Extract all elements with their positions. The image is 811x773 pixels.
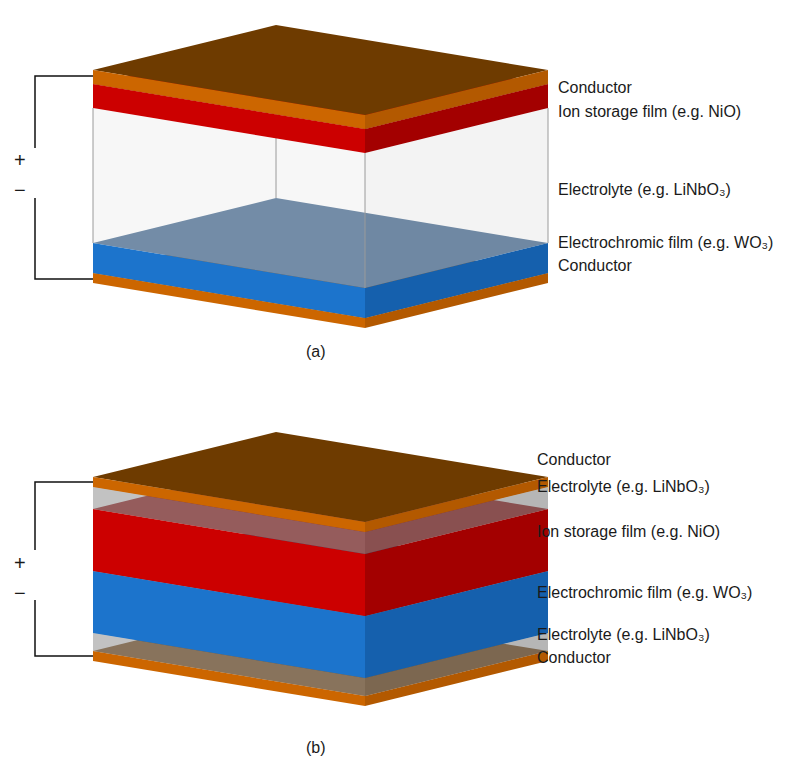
layer-label: Electrochromic film (e.g. WO₃) [558,234,773,252]
layer-label: Ion storage film (e.g. NiO) [558,103,741,121]
layer-edge [365,153,366,288]
layer-edge [93,108,94,243]
wire [35,76,93,148]
conductor-layer [93,432,548,532]
panel-letter: (a) [306,343,326,361]
layer-front-face [93,70,365,129]
layer-front-face [93,477,365,532]
layer-label: Electrolyte (e.g. LiNbO₃) [537,478,710,496]
layer-label: Ion storage film (e.g. NiO) [537,523,720,541]
layer-top-face [93,25,548,115]
layer-label: Electrolyte (e.g. LiNbO₃) [558,181,731,199]
layer-label: Electrochromic film (e.g. WO₃) [537,584,752,602]
wire [35,482,93,550]
layer-side-face [365,477,548,532]
layer-side-face [365,70,548,129]
layer-label: Electrolyte (e.g. LiNbO₃) [537,626,710,644]
wire [35,600,93,656]
panel-letter: (b) [306,739,326,757]
polarity-sign: − [14,582,26,604]
polarity-sign: + [14,552,26,574]
layer-label: Conductor [537,451,611,469]
conductor-layer [93,25,548,129]
layer-top-face [93,432,548,522]
layer-label: Conductor [537,649,611,667]
layer-edge [548,108,549,243]
layer-label: Conductor [558,257,632,275]
polarity-sign: + [14,149,26,171]
wire [35,198,93,279]
polarity-sign: − [14,179,26,201]
layer-label: Conductor [558,79,632,97]
